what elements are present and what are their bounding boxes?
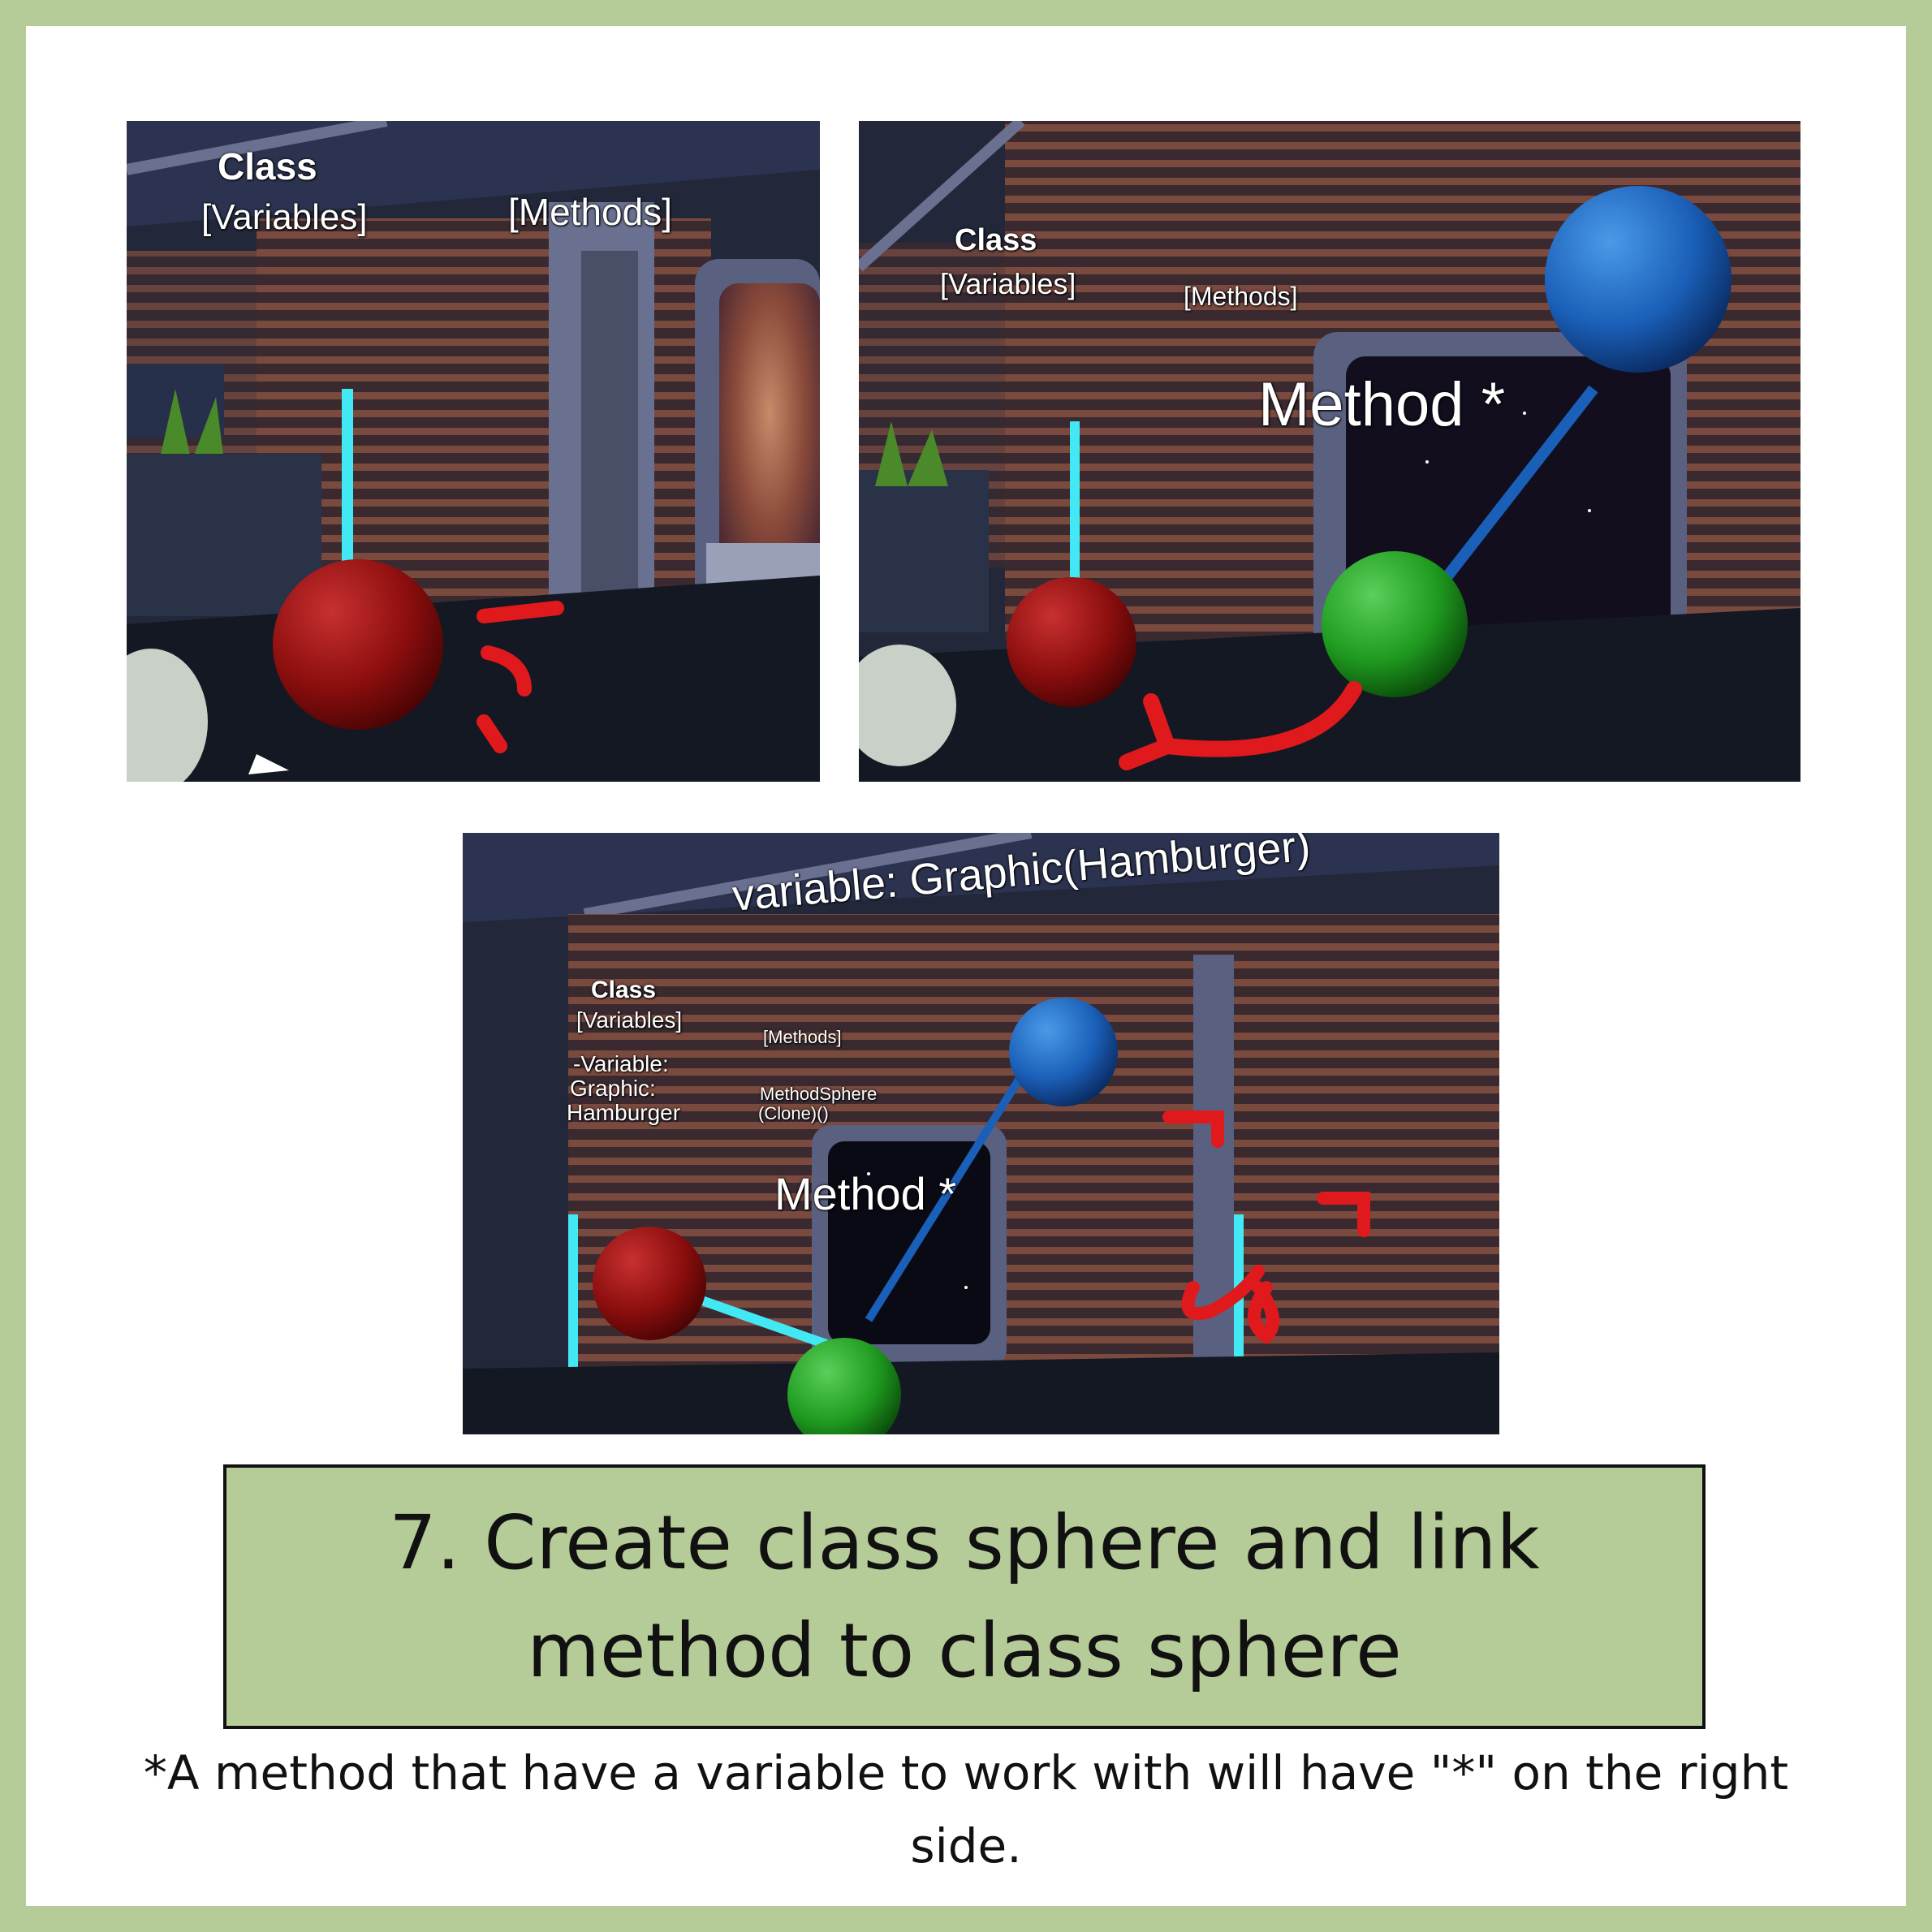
- spaceship-scene: [127, 121, 820, 782]
- footnote: *A method that have a variable to work w…: [143, 1745, 1789, 1874]
- step-caption-box: 7. Create class sphere and link method t…: [223, 1464, 1706, 1729]
- methods-label: [Methods]: [1184, 282, 1298, 311]
- variables-label: [Variables]: [576, 1007, 683, 1033]
- class-label: Class: [955, 223, 1037, 257]
- spaceship-scene: [463, 833, 1499, 1434]
- variable-entry-line1: -Variable:: [573, 1051, 669, 1076]
- class-sphere[interactable]: [1007, 577, 1136, 707]
- step-title: 7. Create class sphere and link method t…: [389, 1499, 1540, 1694]
- link-line: [1437, 385, 1598, 588]
- variables-label: [Variables]: [940, 267, 1076, 300]
- variable-sphere[interactable]: [1009, 998, 1118, 1106]
- method-entry-line1: MethodSphere: [760, 1084, 878, 1104]
- method-variable-link: [865, 1058, 1035, 1322]
- method-sphere[interactable]: [1322, 551, 1468, 697]
- variable-sphere[interactable]: [1545, 186, 1731, 373]
- vr-screenshot-class-sphere: Class [Variables] [Methods]: [127, 121, 820, 782]
- class-sphere[interactable]: [273, 559, 443, 730]
- methods-label: [Methods]: [763, 1027, 842, 1047]
- vr-screenshot-link-method: Class [Variables] [Methods] Method *: [859, 121, 1800, 782]
- variable-entry-line3: Hamburger: [567, 1100, 681, 1125]
- method-star-label: Method *: [774, 1168, 957, 1219]
- class-sphere[interactable]: [593, 1227, 706, 1340]
- method-entry-line2: (Clone)(): [758, 1103, 829, 1123]
- spaceship-scene: [859, 121, 1800, 782]
- red-annotation-marks: [477, 601, 564, 753]
- class-label: Class: [218, 145, 317, 188]
- method-star-label: Method *: [1258, 370, 1506, 439]
- variables-label: [Variables]: [201, 197, 368, 237]
- methods-label: [Methods]: [508, 191, 672, 233]
- red-annotation-marks: [1162, 1110, 1370, 1345]
- red-arrow-annotation: [1119, 681, 1362, 770]
- vr-screenshot-linked-result: variable: Graphic(Hamburger) Class [Vari…: [463, 833, 1499, 1434]
- tutorial-page: Class [Variables] [Methods]: [26, 26, 1906, 1906]
- method-sphere[interactable]: [787, 1338, 901, 1434]
- class-label: Class: [591, 977, 657, 1003]
- variable-entry-line2: Graphic:: [570, 1076, 656, 1101]
